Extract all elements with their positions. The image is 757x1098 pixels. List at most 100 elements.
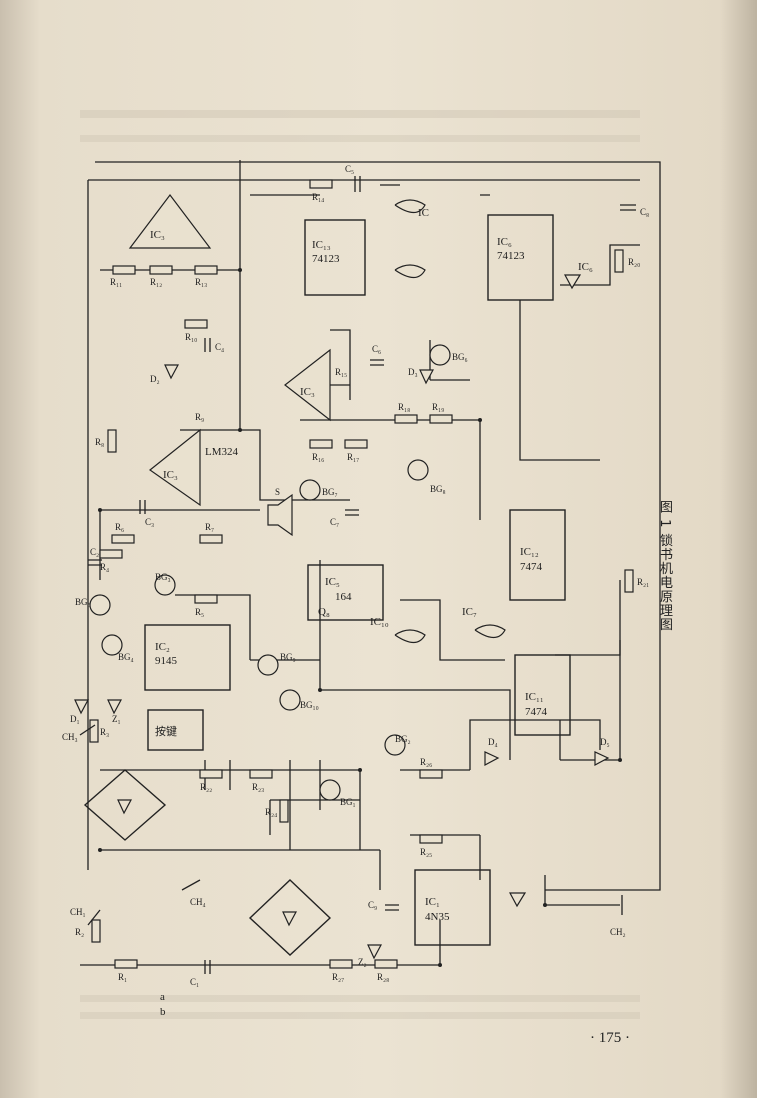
label-z1: Z₁ [112, 714, 121, 724]
label-r6: R₆ [115, 522, 124, 532]
label-keypad: 按键 [155, 724, 177, 738]
label-r8: R₈ [95, 437, 104, 447]
figure-caption: 图 1 锁书机电原理图 [657, 500, 672, 632]
label-r2: R₂ [75, 927, 84, 937]
keypad-box [147, 709, 204, 751]
label-ic1-part: 4N35 [425, 911, 450, 923]
label-r13: R₁₃ [195, 277, 207, 287]
nand-gate-1 [394, 199, 426, 214]
label-ic6: IC₆ [497, 236, 512, 248]
op-amp-ic3-top [128, 194, 212, 249]
label-speaker: S [275, 487, 280, 497]
label-d3: D₃ [408, 367, 418, 377]
label-c4: C₄ [215, 342, 224, 352]
switch-ch2 [600, 895, 623, 915]
label-bg3: BG₃ [155, 572, 171, 582]
label-terminal-b: b [160, 1006, 166, 1018]
label-terminal-a: a [160, 991, 165, 1003]
label-r14: R₁₄ [312, 192, 324, 202]
junction-dots [98, 268, 622, 967]
op-amp-ic3-mid [284, 348, 331, 422]
label-bg8: BG₈ [430, 484, 446, 494]
label-r17: R₁₇ [347, 452, 359, 462]
switch-ch1 [87, 909, 101, 926]
op-amp-lm324 [148, 428, 201, 507]
label-r7: R₇ [205, 522, 214, 532]
ic11-box [514, 654, 571, 736]
resistor-symbols [89, 179, 634, 969]
label-bg10: BG₁₀ [300, 700, 319, 710]
switch-ch3 [79, 724, 96, 736]
label-lm324: LM324 [205, 446, 239, 458]
bridge-rectifier-1 [83, 769, 167, 841]
label-r16: R₁₆ [312, 452, 324, 462]
label-c3: C₃ [145, 517, 154, 527]
ic5-box [307, 564, 384, 621]
label-r24: R₂₄ [265, 807, 277, 817]
label-bg2: BG₂ [395, 734, 411, 744]
label-ic14: IC [418, 207, 429, 219]
capacitor-symbols [88, 176, 636, 974]
ic10-gate [394, 629, 426, 644]
label-r9: R₉ [195, 412, 204, 422]
buffer-ic6 [563, 274, 582, 290]
label-c9: C₉ [368, 900, 377, 910]
label-ic11-part: 7474 [525, 706, 548, 718]
label-c2: C₂ [90, 547, 99, 557]
label-ch2: CH₂ [610, 927, 626, 937]
component-labels: IC₃ IC₁₃ 74123 IC IC₆ 74123 IC₆ IC₃ LM32… [62, 164, 649, 1018]
transistor-symbols [89, 344, 451, 801]
label-d1: D₁ [70, 714, 80, 724]
label-ic13: IC₁₃ [312, 239, 331, 251]
label-r19: R₁₉ [432, 402, 444, 412]
label-r23: R₂₃ [252, 782, 264, 792]
label-ch4: CH₄ [190, 897, 206, 907]
ic6-74123-box [487, 214, 554, 301]
label-r25: R₂₅ [420, 847, 432, 857]
label-bg5: BG₅ [75, 597, 91, 607]
label-ic6-buffer: IC₆ [578, 261, 593, 273]
page-number: · 175 · [590, 1030, 630, 1046]
label-r15: R₁₅ [335, 367, 347, 377]
ic2-box [144, 624, 231, 691]
bleed-through-text [80, 110, 640, 1019]
label-bg1: BG₁ [340, 797, 356, 807]
label-ic3-low: IC₃ [163, 469, 178, 481]
label-q8: Q₈ [318, 606, 330, 618]
ic12-box [509, 509, 566, 601]
label-ic3-mid: IC₃ [300, 386, 315, 398]
label-r10: R₁₀ [185, 332, 197, 342]
label-ic3-top: IC₃ [150, 229, 165, 241]
label-ic13-part: 74123 [312, 253, 340, 265]
label-d5: D₅ [600, 737, 610, 747]
label-ic11: IC₁₁ [525, 691, 544, 703]
label-bg7: BG₇ [322, 487, 338, 497]
label-r22: R₂₂ [200, 782, 212, 792]
label-r18: R₁₈ [398, 402, 410, 412]
speaker-icon [267, 493, 293, 537]
label-r26: R₂₆ [420, 757, 432, 767]
label-r20: R₂₀ [628, 257, 640, 267]
label-d2: D₂ [150, 374, 160, 384]
label-bg6: BG₆ [452, 352, 468, 362]
buffer-ic6-low [508, 892, 527, 908]
ic13-box [304, 219, 366, 296]
bridge-rectifier-2 [248, 879, 332, 956]
label-ic2-part: 9145 [155, 655, 178, 667]
label-ic7: IC₇ [462, 606, 477, 618]
label-r5: R₅ [195, 607, 204, 617]
label-ic6-part: 74123 [497, 250, 525, 262]
label-ic1: IC₁ [425, 896, 440, 908]
label-r21: R₂₁ [637, 577, 649, 587]
nand-gate-2 [394, 264, 426, 279]
label-ic12-part: 7474 [520, 561, 543, 573]
label-ic5: IC₅ [325, 576, 340, 588]
ic1-box [414, 869, 491, 946]
label-ch1: CH₁ [70, 907, 86, 917]
label-z2: Z₂ [358, 957, 367, 967]
label-c5: C₅ [345, 164, 354, 174]
label-c8: C₈ [640, 207, 649, 217]
ic7-gate [474, 624, 506, 639]
